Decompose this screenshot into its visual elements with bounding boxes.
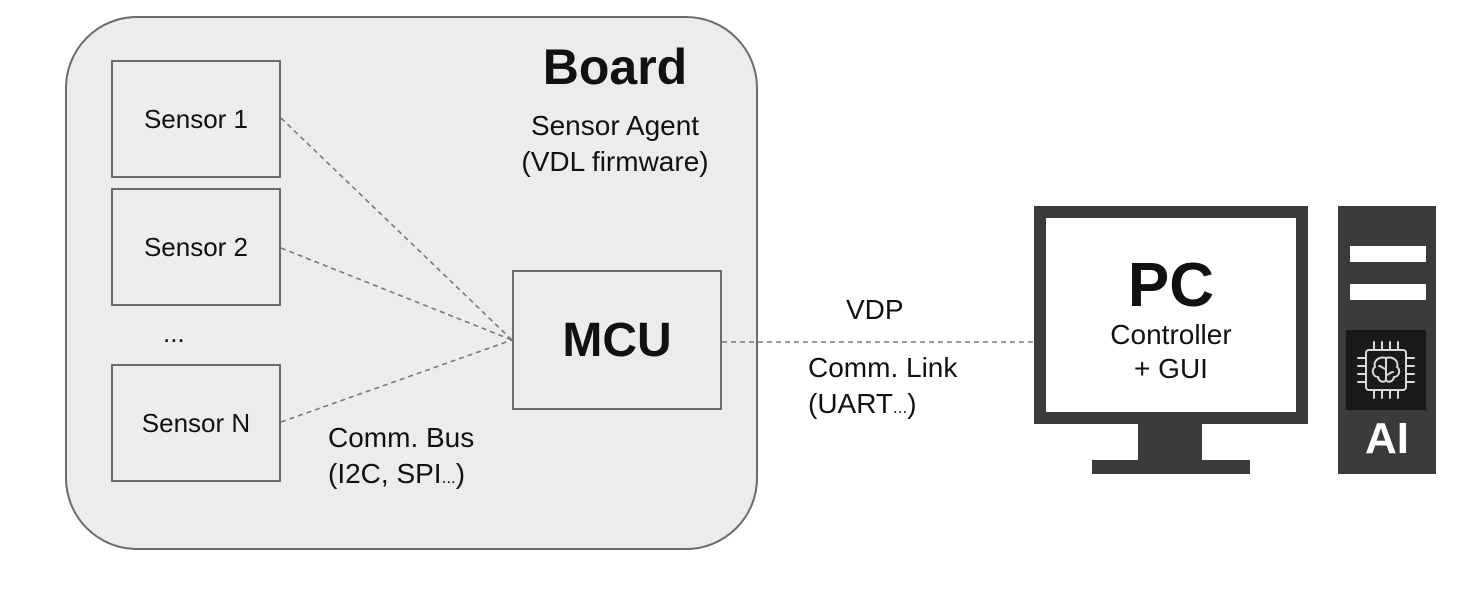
comm-bus-label: Comm. Bus (I2C, SPI...) xyxy=(328,420,474,496)
sensor-n-bus-line xyxy=(280,339,513,423)
pc-title: PC xyxy=(1127,251,1215,320)
sensor-1-label: Sensor 1 xyxy=(143,103,249,134)
sensor-2-label: Sensor 2 xyxy=(143,231,249,262)
comm-bus-line1: Comm. Bus xyxy=(328,422,475,453)
server-slot-2 xyxy=(1350,284,1426,300)
mcu-box: MCU xyxy=(512,270,722,410)
sensor-agent-line2: (VDL firmware) xyxy=(521,146,709,177)
sensor-1-bus-line xyxy=(280,117,513,341)
sensor-1-box: Sensor 1 xyxy=(111,60,281,178)
ai-label: AI xyxy=(1365,414,1409,463)
comm-link-line2: (UART...) xyxy=(808,388,917,419)
sensor-agent-label: Sensor Agent (VDL firmware) xyxy=(480,108,750,180)
mcu-label: MCU xyxy=(562,313,672,367)
server-slot-1 xyxy=(1350,246,1426,262)
sensor-2-box: Sensor 2 xyxy=(111,188,281,306)
sensor-n-label: Sensor N xyxy=(141,407,251,438)
pc-line1: Controller xyxy=(1110,319,1232,350)
comm-link-line1: Comm. Link xyxy=(808,352,958,383)
sensor-agent-line1: Sensor Agent xyxy=(530,110,700,141)
monitor-stand-base xyxy=(1092,460,1250,474)
comm-bus-line2: (I2C, SPI...) xyxy=(328,458,466,489)
pc-line2: + GUI xyxy=(1134,353,1208,384)
monitor-stand-neck xyxy=(1138,422,1202,464)
vdp-label: VDP xyxy=(846,294,904,325)
pc-monitor-icon xyxy=(1034,206,1308,424)
pc-subtitle: Controller + GUI xyxy=(1046,318,1296,386)
board-title: Board xyxy=(542,39,688,95)
brain-chip-icon xyxy=(1346,330,1426,410)
sensor-ellipsis: ... xyxy=(163,318,185,348)
sensor-2-bus-line xyxy=(280,247,513,341)
comm-link-label: Comm. Link (UART...) xyxy=(808,350,957,426)
sensor-n-box: Sensor N xyxy=(111,364,281,482)
